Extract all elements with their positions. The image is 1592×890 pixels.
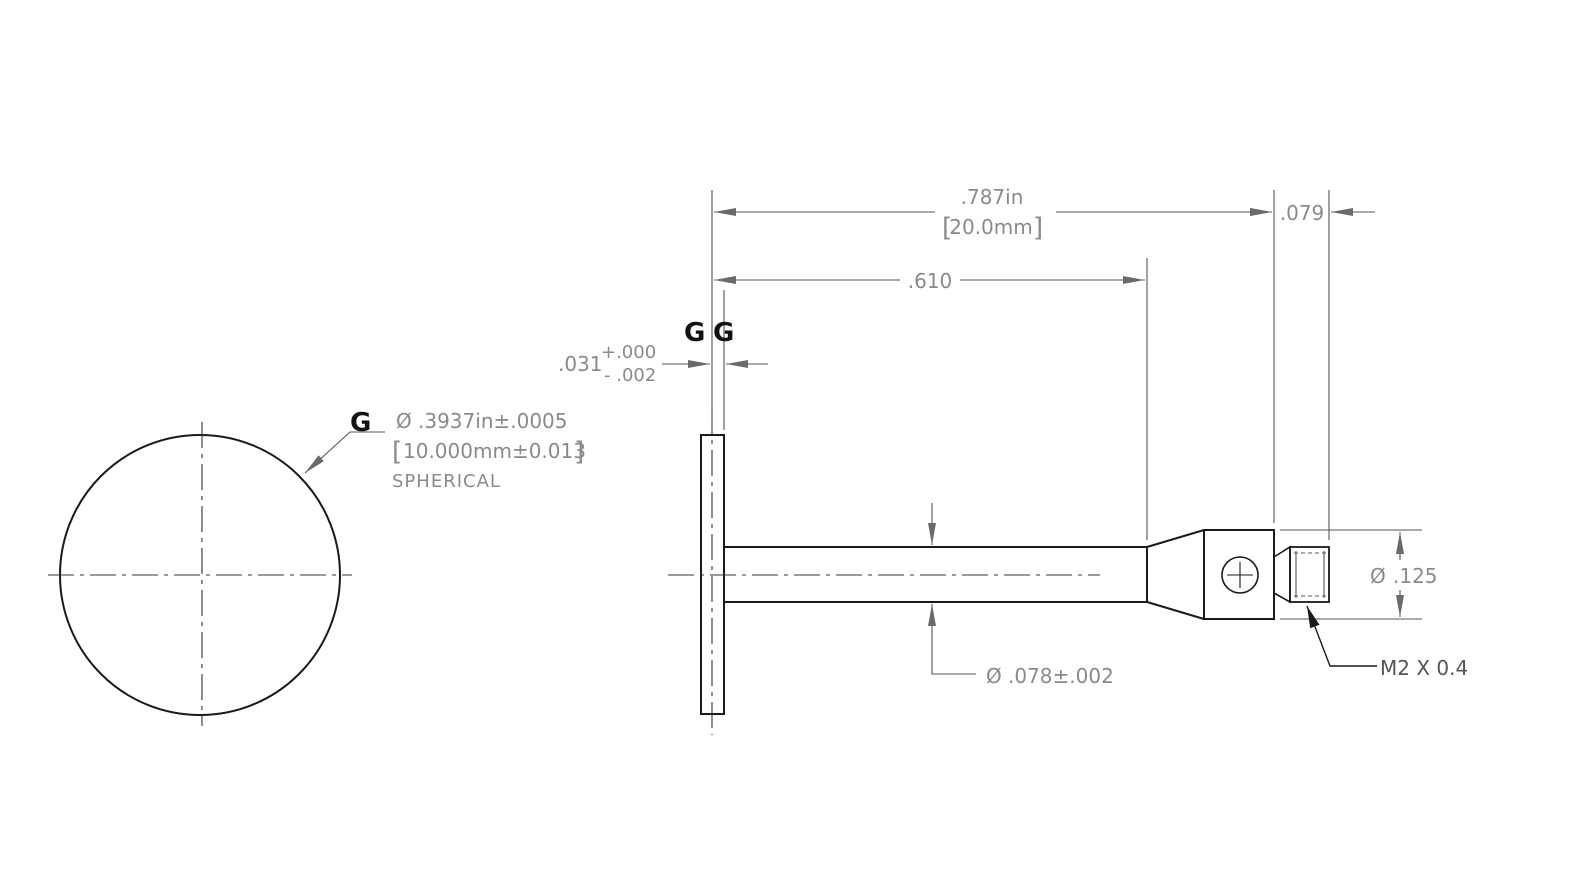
thread-callout: M2 X 0.4 bbox=[1380, 656, 1468, 680]
dim-stem-length: .610 bbox=[908, 269, 953, 293]
dim-stem-dia-symbol: Ø bbox=[986, 664, 1002, 688]
ball-diameter-inch: .3937in±.0005 bbox=[418, 409, 568, 433]
taper-top bbox=[1146, 529, 1205, 548]
dim-flange-thickness: .031 bbox=[558, 352, 603, 376]
dim-stem-dia-leader bbox=[928, 604, 976, 675]
dimensions: .787in [ 20.0mm ] .079 .610 G G .031 +.0… bbox=[558, 185, 1468, 688]
thread-chamfer bbox=[1273, 545, 1291, 604]
dim-flange-tol-upper: +.000 bbox=[601, 342, 656, 363]
ball-spherical-note: SPHERICAL bbox=[392, 471, 501, 492]
taper-bottom bbox=[1146, 601, 1205, 620]
side-view bbox=[668, 408, 1330, 735]
dim-flange-tol-lower: - .002 bbox=[604, 365, 656, 386]
ball-diameter-symbol: Ø bbox=[396, 409, 412, 433]
thread-shank bbox=[1289, 546, 1330, 603]
ball-leader-line bbox=[304, 431, 385, 474]
ball-view: G Ø .3937in±.0005 [ 10.000mm±0.013 ] SPH… bbox=[48, 408, 586, 726]
dim-body-dia-symbol: Ø bbox=[1370, 564, 1386, 588]
dim-thread-length: .079 bbox=[1280, 201, 1325, 225]
thread-callout-leader bbox=[1306, 605, 1377, 667]
dim-overall-bracket-close: ] bbox=[1033, 213, 1043, 243]
dim-overall-inch: .787in bbox=[961, 185, 1024, 209]
side-datum-right: G bbox=[713, 318, 734, 348]
dim-overall-mm: 20.0mm bbox=[949, 215, 1033, 239]
dim-stem-diameter: .078±.002 bbox=[1008, 664, 1114, 688]
ball-datum-label: G bbox=[350, 408, 371, 438]
ball-diameter-mm: 10.000mm±0.013 bbox=[403, 439, 586, 463]
ball-diameter-bracket-open: [ bbox=[392, 437, 402, 467]
ball-diameter-bracket-close: ] bbox=[574, 437, 584, 467]
dim-overall-bracket-open: [ bbox=[942, 213, 952, 243]
wrench-hole bbox=[1221, 556, 1259, 594]
dim-body-diameter: .125 bbox=[1393, 564, 1438, 588]
side-datum-left: G bbox=[684, 318, 705, 348]
